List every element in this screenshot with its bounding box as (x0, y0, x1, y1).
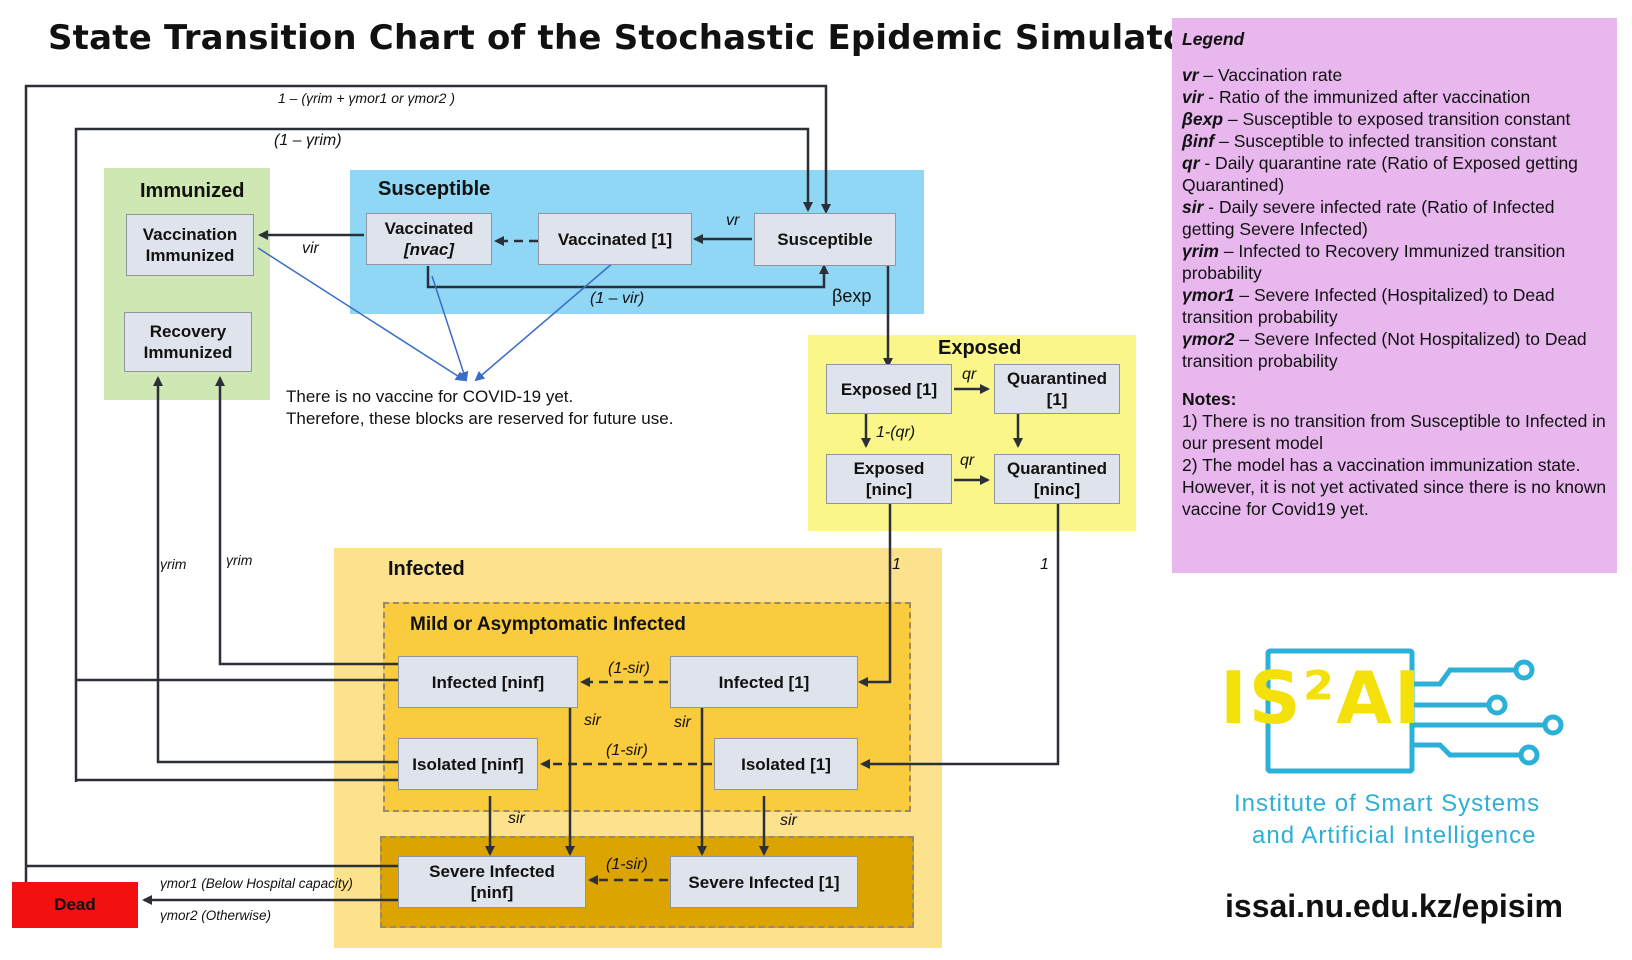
vr-label: vr (726, 212, 740, 229)
exposed-1-box: Exposed [1] (826, 364, 952, 414)
quarantined-ninc-line2: [ninc] (1033, 480, 1081, 499)
sir-label-c: sir (508, 810, 525, 827)
legend-text: – Susceptible to infected transition con… (1214, 131, 1557, 151)
legend-text: - Daily severe infected rate (Ratio of I… (1182, 197, 1555, 239)
exposed-ninc-line1: Exposed (853, 459, 925, 478)
gamma-rim-right-label: γrim (226, 552, 253, 568)
legend-sym: βinf (1182, 131, 1215, 151)
legend-row-gamma-mor2: γmor2 – Severe Infected (Not Hospitalize… (1182, 328, 1607, 372)
vaccine-note: There is no vaccine for COVID-19 yet. Th… (286, 386, 673, 430)
legend-text: – Severe Infected (Not Hospitalized) to … (1182, 329, 1587, 371)
vaccinated-nvac-line1: Vaccinated (384, 219, 474, 238)
sir-label-d: sir (780, 812, 797, 829)
one-minus-qr-label: 1-(qr) (876, 424, 916, 441)
severe-1-box: Severe Infected [1] (670, 856, 858, 908)
legend-sym: vr (1182, 65, 1199, 85)
vaccine-note-line2: Therefore, these blocks are reserved for… (286, 409, 674, 428)
legend-sym: γmor1 (1182, 285, 1235, 305)
infected-ninf-box: Infected [ninf] (398, 656, 578, 708)
logo-line-1: Institute of Smart Systems (1234, 790, 1541, 817)
vaccinated-nvac-box: Vaccinated [nvac] (366, 213, 492, 265)
isolated-1-box: Isolated [1] (714, 738, 858, 790)
legend-text: - Daily quarantine rate (Ratio of Expose… (1182, 153, 1578, 195)
legend-sym: βexp (1182, 109, 1224, 129)
legend-row-gamma-mor1: γmor1 – Severe Infected (Hospitalized) t… (1182, 284, 1607, 328)
legend-sym: γrim (1182, 241, 1219, 261)
legend-sym: qr (1182, 153, 1200, 173)
top-loop-label: 1 – (γrim + γmor1 or γmor2 ) (278, 90, 455, 106)
gamma-rim-left-label: γrim (160, 556, 187, 572)
mild-region-border (383, 602, 911, 812)
legend-row-vr: vr – Vaccination rate (1182, 64, 1607, 86)
logo-line-2: and Artificial Intelligence (1252, 822, 1537, 849)
exposed-ninc-line2: [ninc] (865, 480, 913, 499)
legend-sym: sir (1182, 197, 1204, 217)
one-minus-vir-label: (1 – vir) (590, 290, 645, 307)
legend-text: – Infected to Recovery Immunized transit… (1182, 241, 1566, 283)
exposed-label: Exposed (938, 337, 1022, 359)
vaccinated-1-box: Vaccinated [1] (538, 213, 692, 265)
recovery-immunized-box: Recovery Immunized (124, 312, 252, 372)
legend-row-beta-inf: βinf – Susceptible to infected transitio… (1182, 130, 1607, 152)
susceptible-label: Susceptible (378, 178, 491, 200)
legend-text: – Vaccination rate (1198, 65, 1343, 85)
legend-sym: γmor2 (1182, 329, 1235, 349)
one-right-label: 1 (1040, 556, 1049, 573)
severe-ninf-box: Severe Infected [ninf] (398, 856, 586, 908)
legend-row-gamma-rim: γrim – Infected to Recovery Immunized tr… (1182, 240, 1607, 284)
ymor2-label: γmor2 (Otherwise) (160, 908, 272, 923)
legend-sym: vir (1182, 87, 1204, 107)
note-1: 1) There is no transition from Susceptib… (1182, 411, 1606, 453)
quarantined-ninc-box: Quarantined [ninc] (994, 454, 1120, 504)
one-minus-sir-label-c: (1-sir) (606, 856, 648, 873)
sir-label-b: sir (674, 714, 691, 731)
mild-label: Mild or Asymptomatic Infected (410, 614, 686, 635)
exposed-ninc-box: Exposed [ninc] (826, 454, 952, 504)
legend-row-qr: qr - Daily quarantine rate (Ratio of Exp… (1182, 152, 1607, 196)
legend-text: – Severe Infected (Hospitalized) to Dead… (1182, 285, 1555, 327)
legend-text: – Susceptible to exposed transition cons… (1223, 109, 1571, 129)
sir-label-a: sir (584, 712, 601, 729)
severe-ninf-line2: [ninf] (470, 883, 514, 902)
page-title: State Transition Chart of the Stochastic… (48, 18, 1204, 58)
second-loop-label: (1 – γrim) (274, 132, 342, 149)
ymor1-label: γmor1 (Below Hospital capacity) (160, 876, 353, 891)
one-minus-sir-label-b: (1-sir) (606, 742, 648, 759)
legend-row-sir: sir - Daily severe infected rate (Ratio … (1182, 196, 1607, 240)
logo-circuit-icon (1265, 648, 1564, 774)
legend-row-vir: vir - Ratio of the immunized after vacci… (1182, 86, 1607, 108)
vaccinated-nvac-line2: [nvac] (403, 240, 455, 259)
legend-heading: Legend (1182, 29, 1245, 49)
vir-label: vir (302, 240, 319, 257)
infected-label: Infected (388, 558, 465, 580)
note-2: 2) The model has a vaccination immunizat… (1182, 455, 1607, 519)
susceptible-box: Susceptible (754, 213, 896, 266)
severe-region-border (380, 836, 914, 928)
qr-bottom-label: qr (960, 452, 975, 469)
legend-panel: Legend vr – Vaccination rate vir - Ratio… (1172, 18, 1617, 573)
immunized-label: Immunized (140, 180, 245, 202)
logo-mark: IS²AI (1220, 656, 1423, 740)
beta-exp-label: βexp (832, 286, 872, 306)
one-left-label: 1 (892, 556, 901, 573)
quarantined-ninc-line1: Quarantined (1006, 459, 1108, 478)
one-minus-sir-label-a: (1-sir) (608, 660, 650, 677)
episim-url[interactable]: issai.nu.edu.kz/episim (1225, 888, 1563, 924)
qr-top-label: qr (962, 366, 977, 383)
severe-ninf-line1: Severe Infected (429, 862, 555, 881)
legend-row-beta-exp: βexp – Susceptible to exposed transition… (1182, 108, 1607, 130)
notes-heading: Notes: (1182, 389, 1237, 409)
legend-text: - Ratio of the immunized after vaccinati… (1203, 87, 1531, 107)
isolated-ninf-box: Isolated [ninf] (398, 738, 538, 790)
vaccine-note-line1: There is no vaccine for COVID-19 yet. (286, 387, 574, 406)
dead-box: Dead (12, 882, 138, 928)
quarantined-1-box: Quarantined [1] (994, 364, 1120, 414)
vaccination-immunized-box: Vaccination Immunized (126, 214, 254, 276)
infected-1-box: Infected [1] (670, 656, 858, 708)
